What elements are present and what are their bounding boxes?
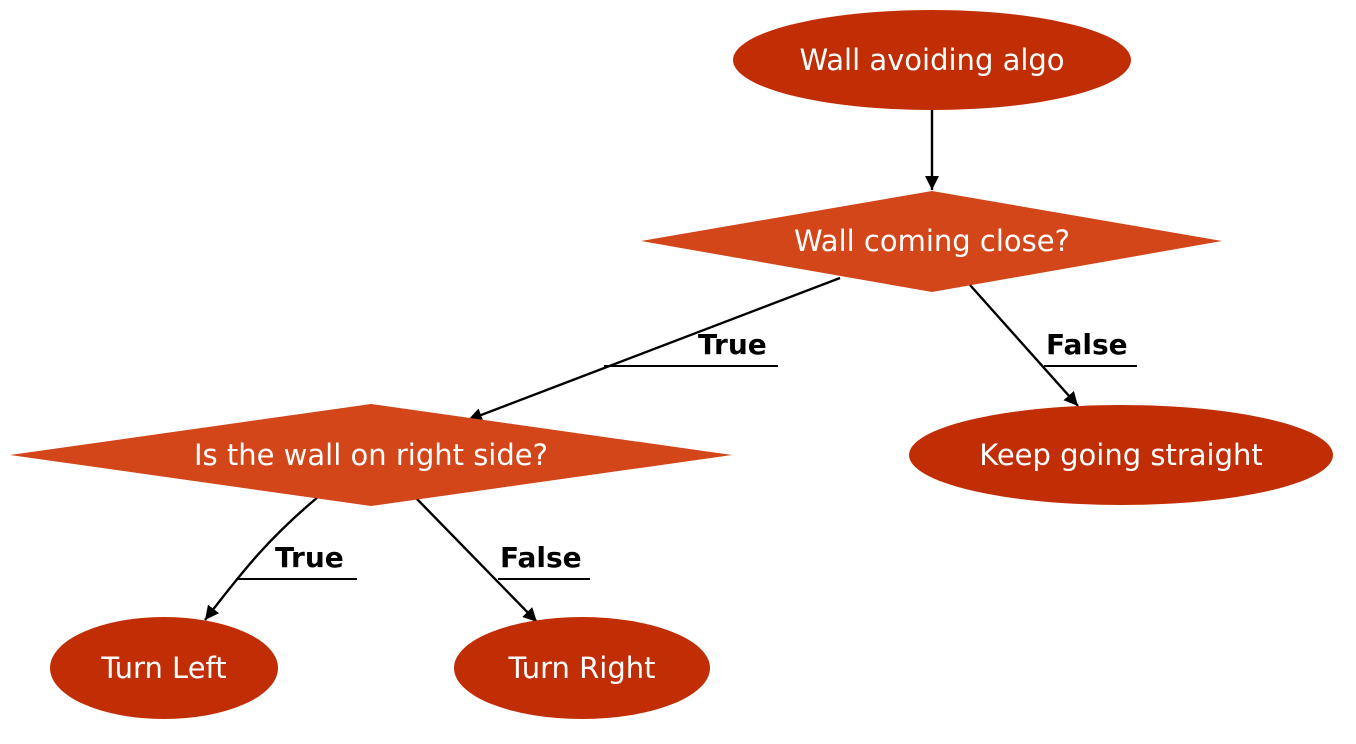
node-right-side: Is the wall on right side? [10,404,732,506]
node-turn-left: Turn Left [50,617,278,719]
edge-wall-close-false [969,284,1079,407]
node-start: Wall avoiding algo [733,10,1131,110]
node-turn-left-label: Turn Left [100,651,226,685]
edge-label-right-side-false: False [500,541,582,574]
edge-label-underlines [236,365,1137,580]
node-wall-close-label: Wall coming close? [794,224,1070,258]
node-wall-close-shape [641,191,1222,292]
node-right-side-shape [10,404,732,506]
node-straight-label: Keep going straight [979,438,1263,472]
node-wall-close: Wall coming close? [641,191,1222,292]
edge-label-wall-close-true: True [698,328,767,361]
edge-wall-close-true [467,276,841,422]
node-turn-right-shape [454,617,710,719]
node-start-shape [733,10,1131,110]
edge-label-right-side-true: True [275,541,344,574]
node-turn-right-label: Turn Right [507,651,655,685]
edges [204,110,1079,623]
edge-label-wall-close-false: False [1046,328,1128,361]
node-right-side-label: Is the wall on right side? [194,438,548,472]
edge-right-side-false [415,497,538,623]
node-straight-shape [909,405,1333,505]
edge-right-side-true [204,496,319,621]
node-start-label: Wall avoiding algo [799,43,1064,77]
node-turn-left-shape [50,617,278,719]
node-turn-right: Turn Right [454,617,710,719]
node-straight: Keep going straight [909,405,1333,505]
